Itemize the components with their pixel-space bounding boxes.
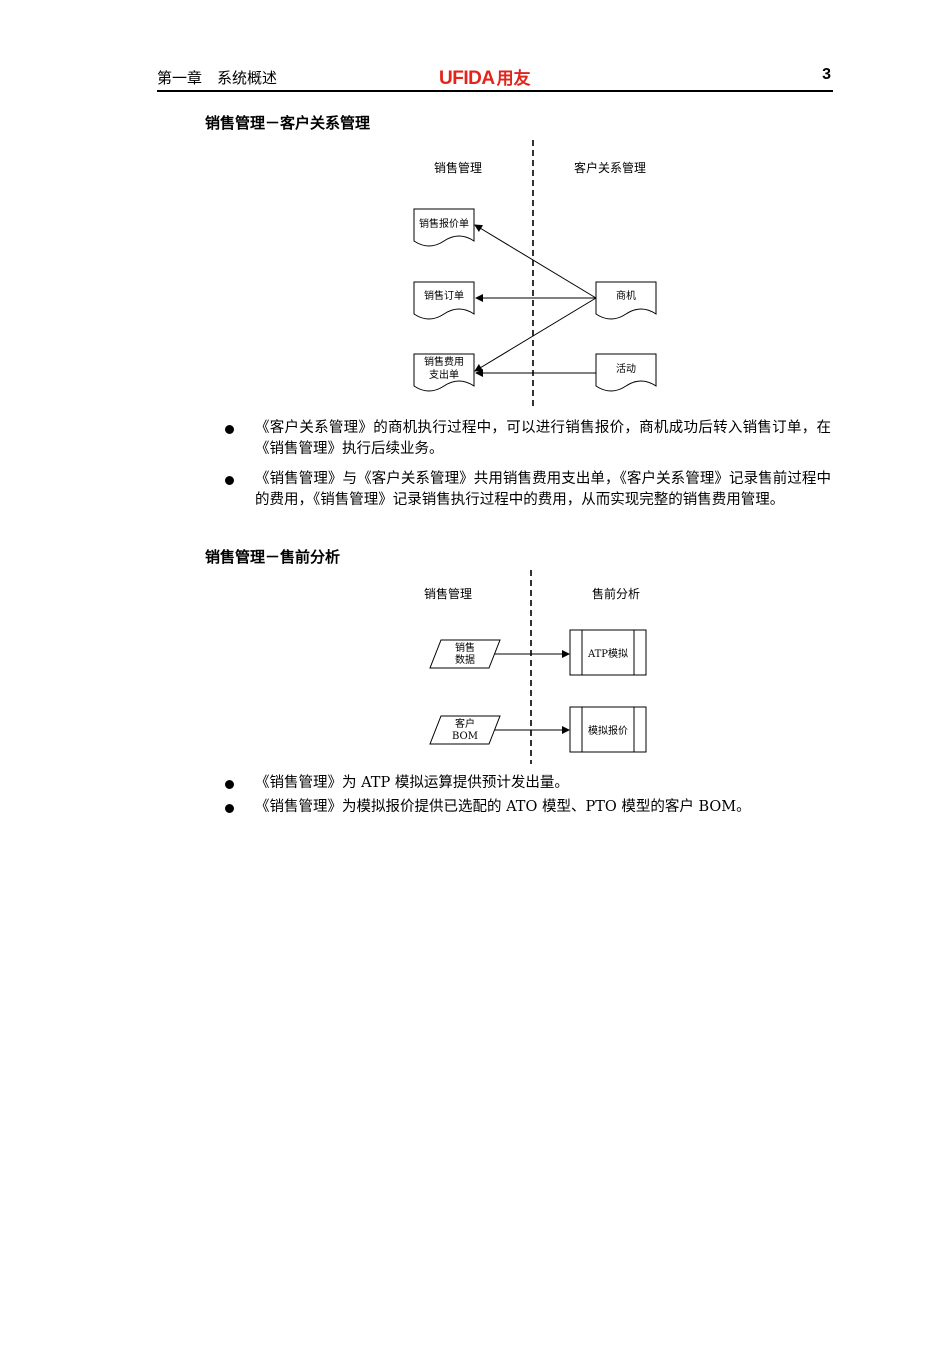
data-bom-label-2: BOM — [452, 731, 478, 742]
data-sales-label-1: 销售 — [455, 641, 475, 654]
logo-cn: 用友 — [496, 69, 531, 89]
bullet-text: 《销售管理》为模拟报价提供已选配的 ATO 模型、PTO 模型的客户 BOM。 — [255, 799, 751, 815]
bullet-text: 《销售管理》为 ATP 模拟运算提供预计发出量。 — [255, 775, 569, 791]
doc-opportunity-label: 商机 — [616, 289, 636, 302]
bullet-dot — [225, 425, 234, 434]
data-bom-label-1: 客户 — [455, 717, 475, 730]
proc-shape-atp — [569, 629, 647, 676]
section-title-crm: 销售管理－客户关系管理 — [205, 114, 371, 132]
data-sales-label-2: 数据 — [455, 653, 475, 666]
doc-shape-quote — [413, 208, 475, 247]
doc-shape-order — [413, 281, 475, 320]
lane-label-presales: 售前分析 — [592, 586, 640, 601]
bullet-text: 《销售管理》与《客户关系管理》共用销售费用支出单，《客户关系管理》记录售前过程中… — [255, 471, 831, 508]
lane-label-sales: 销售管理 — [434, 160, 482, 175]
page-number: 3 — [822, 66, 831, 83]
proc-atp-label: ATP模拟 — [587, 647, 628, 660]
bullet-dot — [225, 476, 234, 485]
doc-quote-label: 销售报价单 — [419, 217, 469, 230]
bullet-dot — [225, 804, 234, 813]
diagram-sales-crm: 销售管理 客户关系管理 销售报价单 销售订单 销售费用 支出单 商机 活动 — [413, 140, 657, 410]
chapter-title: 第一章 系统概述 — [157, 69, 278, 87]
lane-label-sales: 销售管理 — [424, 586, 472, 601]
doc-shape-expense — [413, 353, 475, 392]
lane-label-crm: 客户关系管理 — [574, 160, 646, 175]
doc-expense-label-1: 销售费用 — [424, 355, 464, 368]
arrow-opportunity-to-expense — [474, 297, 597, 372]
bullet-crm-2: 《销售管理》与《客户关系管理》共用销售费用支出单，《客户关系管理》记录售前过程中… — [225, 469, 835, 532]
arrow-opportunity-to-quote — [474, 224, 597, 299]
bullet-presales-1: 《销售管理》为 ATP 模拟运算提供预计发出量。 — [225, 773, 835, 794]
diagram-sales-presales: 销售管理 售前分析 销售 数据 客户 BOM ATP模拟 模拟报价 — [424, 570, 647, 764]
bullet-text: 《客户关系管理》的商机执行过程中，可以进行销售报价，商机成功后转入销售订单，在《… — [255, 420, 831, 457]
doc-activity-label: 活动 — [616, 363, 636, 375]
bullet-crm-1: 《客户关系管理》的商机执行过程中，可以进行销售报价，商机成功后转入销售订单，在《… — [225, 418, 835, 460]
proc-quote-label: 模拟报价 — [588, 724, 628, 737]
bullet-dot — [225, 780, 234, 789]
doc-shape-activity — [595, 353, 657, 392]
proc-shape-quote — [569, 706, 647, 753]
data-shape-sales — [429, 639, 501, 669]
doc-order-label: 销售订单 — [424, 289, 464, 302]
data-shape-bom — [429, 715, 501, 745]
bullet-presales-2: 《销售管理》为模拟报价提供已选配的 ATO 模型、PTO 模型的客户 BOM。 — [225, 797, 835, 818]
doc-expense-label-2: 支出单 — [429, 368, 459, 381]
section-title-presales: 销售管理－售前分析 — [205, 548, 341, 566]
logo-latin: UFIDA — [439, 68, 495, 89]
doc-shape-opportunity — [595, 281, 657, 320]
